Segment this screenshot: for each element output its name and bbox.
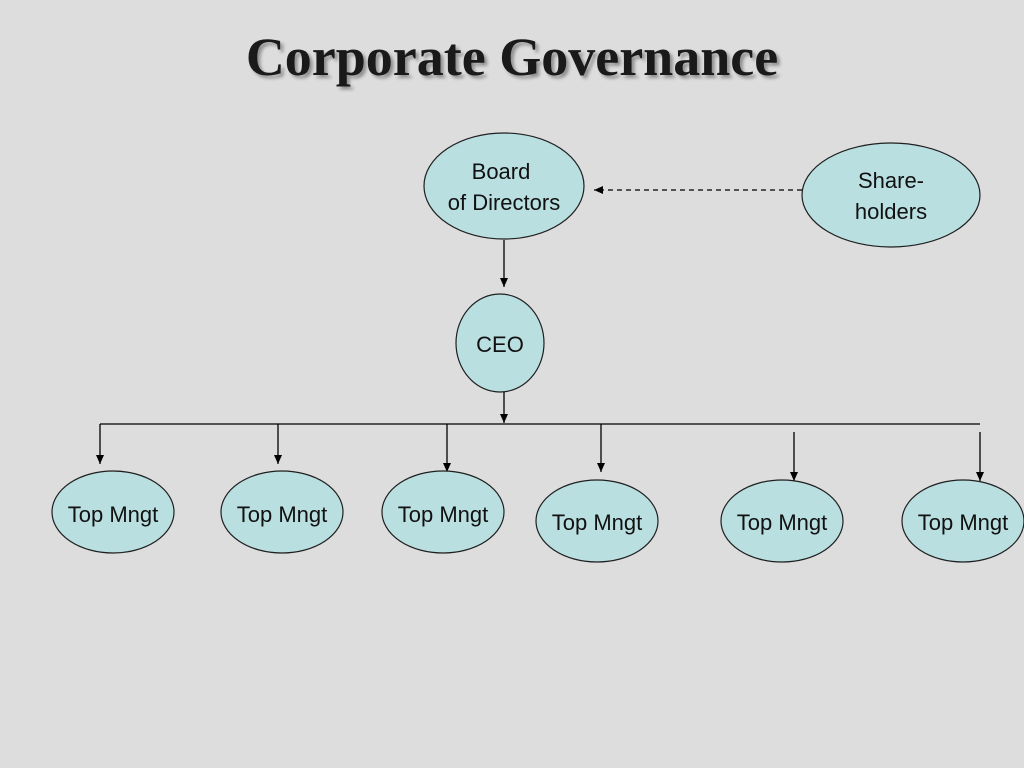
shareholders-label-line1: Share- [858, 168, 924, 193]
top-mngt-label: Top Mngt [552, 510, 643, 535]
board-label-line1: Board [472, 159, 531, 184]
shareholders-node: Share- holders [801, 142, 981, 248]
page-title: Corporate Governance [245, 27, 779, 87]
ceo-label: CEO [476, 332, 524, 357]
shareholders-label-line2: holders [855, 199, 927, 224]
top-mngt-node-1: Top Mngt [51, 470, 175, 554]
top-mngt-label: Top Mngt [918, 510, 1009, 535]
top-mngt-label: Top Mngt [398, 502, 489, 527]
board-of-directors-node: Board of Directors [423, 132, 585, 240]
top-mngt-node-3: Top Mngt [381, 470, 505, 554]
top-mngt-node-4: Top Mngt [535, 479, 659, 563]
top-mngt-label: Top Mngt [237, 502, 328, 527]
ceo-node: CEO [455, 293, 545, 393]
top-mngt-label: Top Mngt [737, 510, 828, 535]
top-mngt-label: Top Mngt [68, 502, 159, 527]
top-mngt-node-5: Top Mngt [720, 479, 844, 563]
top-mngt-node-2: Top Mngt [220, 470, 344, 554]
board-label-line2: of Directors [448, 190, 560, 215]
top-mngt-node-6: Top Mngt [901, 479, 1024, 563]
